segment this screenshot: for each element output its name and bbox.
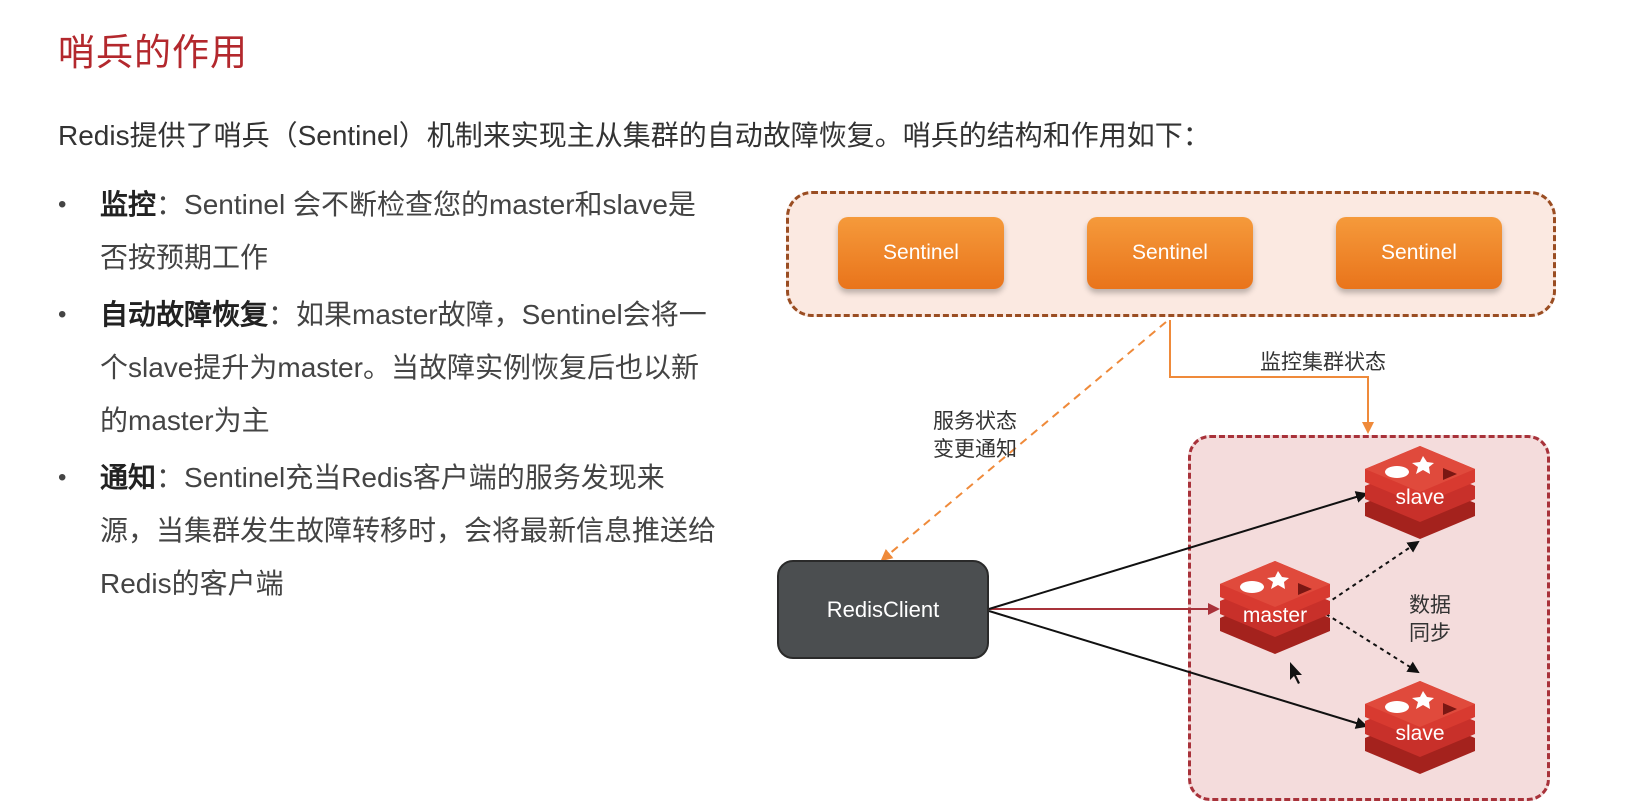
feature-list: •监控：Sentinel 会不断检查您的master和slave是否按预期工作 … [58, 178, 718, 614]
slave-node-1-label: slave [1395, 486, 1445, 509]
notify-label: 服务状态 变更通知 [920, 408, 1030, 464]
notify-arrow [880, 321, 1167, 562]
master-node-icon [1220, 561, 1330, 654]
sync-label-line1: 数据 [1409, 594, 1451, 617]
bullet-dot: • [58, 464, 67, 491]
page-title: 哨兵的作用 [58, 32, 248, 73]
bullet-notify: • 通知：Sentinel充当Redis客户端的服务发现来源，当集群发生故障转移时… [58, 451, 718, 610]
slave-node-2-label: slave [1395, 722, 1445, 745]
bullet-text: ：如果master故障，Sentinel会将一个slave提升为master。当… [100, 299, 707, 436]
sync-label: 数据 同步 [1400, 592, 1460, 648]
master-node-label: master [1242, 604, 1308, 627]
bullet-monitor: • 监控：Sentinel 会不断检查您的master和slave是否按预期工作 [58, 178, 718, 284]
bullet-term: 自动故障恢复 [100, 299, 269, 330]
sentinel-node-2: Sentinel [1087, 217, 1253, 289]
client-slave1-arrow [988, 491, 1368, 610]
redis-client-node: RedisClient [777, 560, 989, 659]
notify-label-line1: 服务状态 [933, 410, 1017, 433]
notify-label-line2: 变更通知 [933, 438, 1017, 461]
mouse-cursor-icon [1290, 662, 1302, 684]
bullet-failover: • 自动故障恢复：如果master故障，Sentinel会将一个slave提升为m… [58, 288, 718, 447]
bullet-term: 通知 [100, 462, 157, 493]
intro-text: Redis提供了哨兵（Sentinel）机制来实现主从集群的自动故障恢复。哨兵的… [58, 120, 1211, 151]
bullet-term: 监控 [100, 189, 157, 220]
monitor-label: 监控集群状态 [1260, 351, 1386, 374]
sync-arrow-2 [1325, 613, 1420, 674]
monitor-arrow [1169, 320, 1374, 434]
slave-node-2-icon [1365, 681, 1475, 774]
bullet-dot: • [58, 191, 67, 218]
sentinel-node-1: Sentinel [838, 217, 1004, 289]
bullet-dot: • [58, 301, 67, 328]
sync-arrow-1 [1325, 540, 1420, 605]
client-slave2-arrow [988, 610, 1368, 729]
bullet-text: ：Sentinel充当Redis客户端的服务发现来源，当集群发生故障转移时，会将… [100, 462, 717, 599]
sentinel-node-3: Sentinel [1336, 217, 1502, 289]
slave-node-1-icon [1365, 446, 1475, 539]
sync-label-line2: 同步 [1409, 622, 1451, 645]
bullet-text: ：Sentinel 会不断检查您的master和slave是否按预期工作 [100, 189, 696, 273]
